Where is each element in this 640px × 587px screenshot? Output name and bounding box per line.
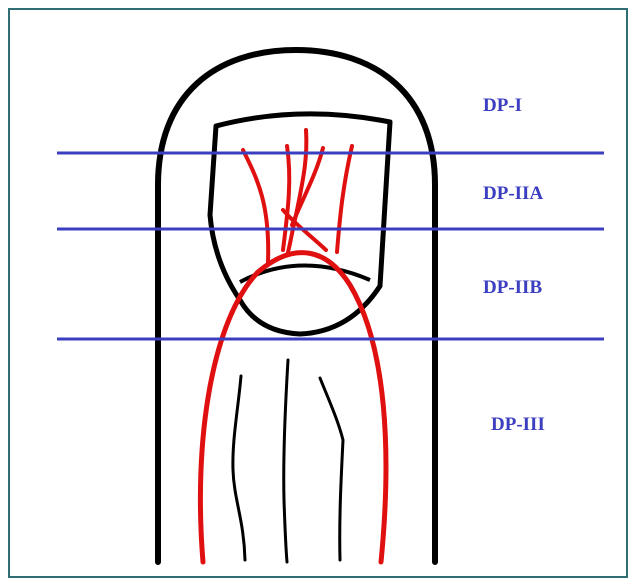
zone-boundary-lines <box>57 153 604 339</box>
tendon-lines <box>233 360 343 562</box>
zone-label-dp-i: DP-I <box>483 95 522 116</box>
zone-label-dp-iib: DP-IIB <box>483 277 542 298</box>
zone-label-dp-iia: DP-IIA <box>483 183 543 204</box>
digital-artery-arch <box>200 253 386 562</box>
zone-label-dp-iii: DP-III <box>491 414 545 435</box>
vessel-branches <box>243 130 352 262</box>
